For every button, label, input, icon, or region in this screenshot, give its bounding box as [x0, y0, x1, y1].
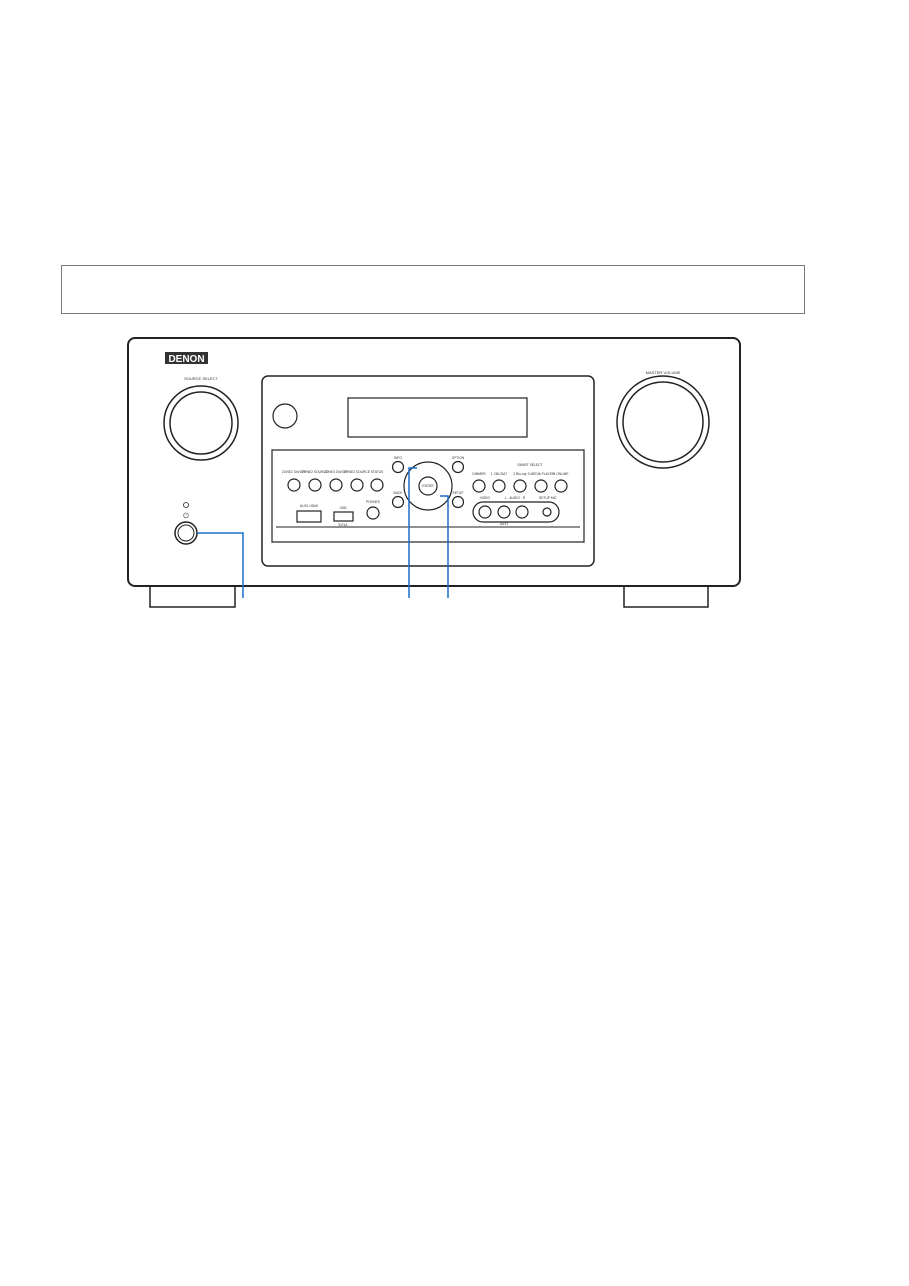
right-foot: [623, 584, 709, 608]
smart4-label: 4 ONLINE: [553, 472, 569, 476]
status-button[interactable]: [370, 478, 384, 492]
option-label: OPTION: [452, 456, 465, 460]
master-volume-label: MASTER VOLUME: [646, 370, 681, 375]
receiver-body: [127, 337, 741, 587]
note-box: [61, 265, 805, 314]
dimmer-button[interactable]: [472, 479, 486, 493]
smart-select-label: SMART SELECT: [517, 463, 542, 467]
option-button[interactable]: [451, 460, 465, 474]
back-button[interactable]: [391, 495, 405, 509]
smart2-button[interactable]: [513, 479, 527, 493]
aux-hdmi-label: AUX1 HDMI: [300, 504, 318, 508]
phones-jack: [366, 506, 380, 520]
display-frame: [261, 375, 595, 567]
setup-mic-jack: [542, 507, 552, 517]
setup-mic-label: SETUP MIC: [539, 496, 558, 500]
hdmi-port: [296, 510, 322, 523]
zone2-source-label: ZONE2 SOURCE: [302, 470, 329, 474]
zone2-source-button[interactable]: [308, 478, 322, 492]
smart2-label: 2 Blu-ray: [513, 472, 527, 476]
brand-label: DENON: [168, 354, 204, 365]
back-label: BACK: [394, 491, 404, 495]
dimmer-label: DIMMER: [472, 472, 486, 476]
audio-r-jack: [515, 505, 529, 519]
info-button[interactable]: [391, 460, 405, 474]
smart3-label: 3 MEDIA PLAYER: [528, 472, 555, 476]
zone2-onoff-button[interactable]: [287, 478, 301, 492]
power-led: [183, 502, 189, 508]
phones-label: PHONES: [366, 500, 381, 504]
info-label: INFO: [394, 456, 402, 460]
setup-button[interactable]: [451, 495, 465, 509]
smart1-button[interactable]: [492, 479, 506, 493]
smart1-label: 1 CBL/SAT: [491, 472, 507, 476]
control-panel: [271, 449, 585, 543]
aux1-label: AUX1: [500, 522, 509, 526]
smart3-button[interactable]: [534, 479, 548, 493]
left-foot: [149, 584, 236, 608]
enter-button[interactable]: [418, 476, 438, 496]
callout-lines: [197, 467, 449, 598]
zone3-source-button[interactable]: [350, 478, 364, 492]
smart4-button[interactable]: [554, 479, 568, 493]
video-jack: [478, 505, 492, 519]
zone2-onoff-label: ZONE2 ON/OFF: [282, 470, 306, 474]
master-volume-knob[interactable]: [616, 375, 710, 469]
source-select-label: SOURCE SELECT: [184, 376, 218, 381]
power-symbol-icon: ⏻: [183, 512, 189, 520]
video-label: VIDEO: [480, 496, 491, 500]
setup-label: SETUP: [453, 491, 465, 495]
audio-label: L - AUDIO - R: [505, 496, 526, 500]
remote-sensor: [272, 403, 298, 429]
status-label: STATUS: [371, 470, 384, 474]
usb-label: USB: [340, 506, 348, 510]
enter-label: ENTER: [422, 484, 434, 488]
zone3-onoff-button[interactable]: [329, 478, 343, 492]
audio-l-jack: [497, 505, 511, 519]
usb-power-label: 5V/1A: [339, 523, 349, 527]
zone3-source-label: ZONE3 SOURCE: [344, 470, 371, 474]
source-select-knob[interactable]: [163, 385, 239, 461]
denon-logo: [165, 352, 208, 364]
display-window: [347, 397, 528, 438]
usb-port: [333, 511, 354, 522]
zone3-onoff-label: ZONE3 ON/OFF: [324, 470, 348, 474]
